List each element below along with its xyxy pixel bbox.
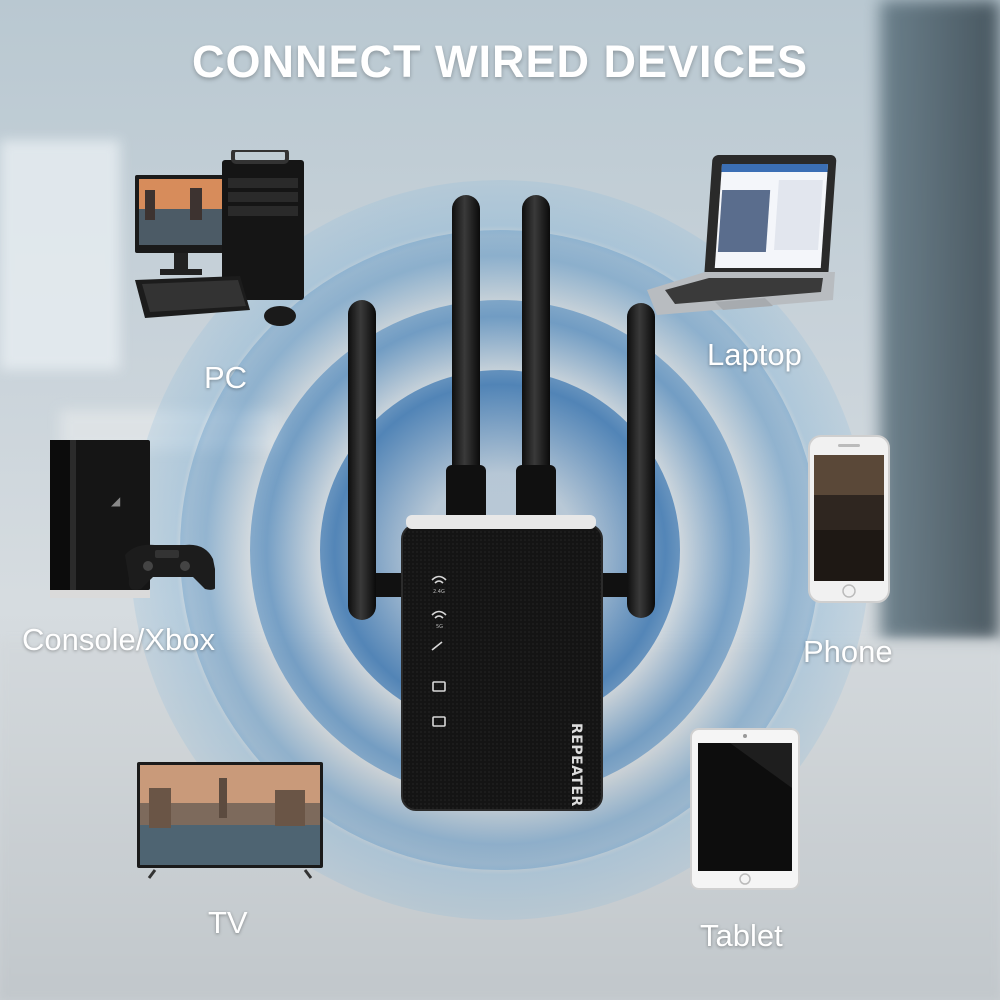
tablet-label: Tablet [700,918,783,953]
phone-illustration [808,435,890,603]
console-illustration: ◢ [45,440,215,605]
repeater-text: REPEATER [568,723,584,807]
headline: CONNECT WIRED DEVICES [191,36,809,87]
console-label: Console/Xbox [22,622,216,657]
svg-text:◢: ◢ [111,494,121,508]
indicator-5g-label: 5G [436,624,443,630]
indicator-2g4-label: 2.4G [433,589,445,595]
tv-label: TV [208,905,248,940]
pc-illustration [130,150,330,335]
laptop-label: Laptop [707,337,802,372]
tv-illustration [135,760,325,880]
background-wall [880,0,1000,640]
laptop-illustration [645,150,840,320]
phone-label: Phone [803,634,893,669]
background-window [0,140,120,370]
repeater-illustration: 2.4G 5G REPEATER [340,195,660,820]
pc-label: PC [204,360,248,395]
tablet-illustration [690,728,800,890]
